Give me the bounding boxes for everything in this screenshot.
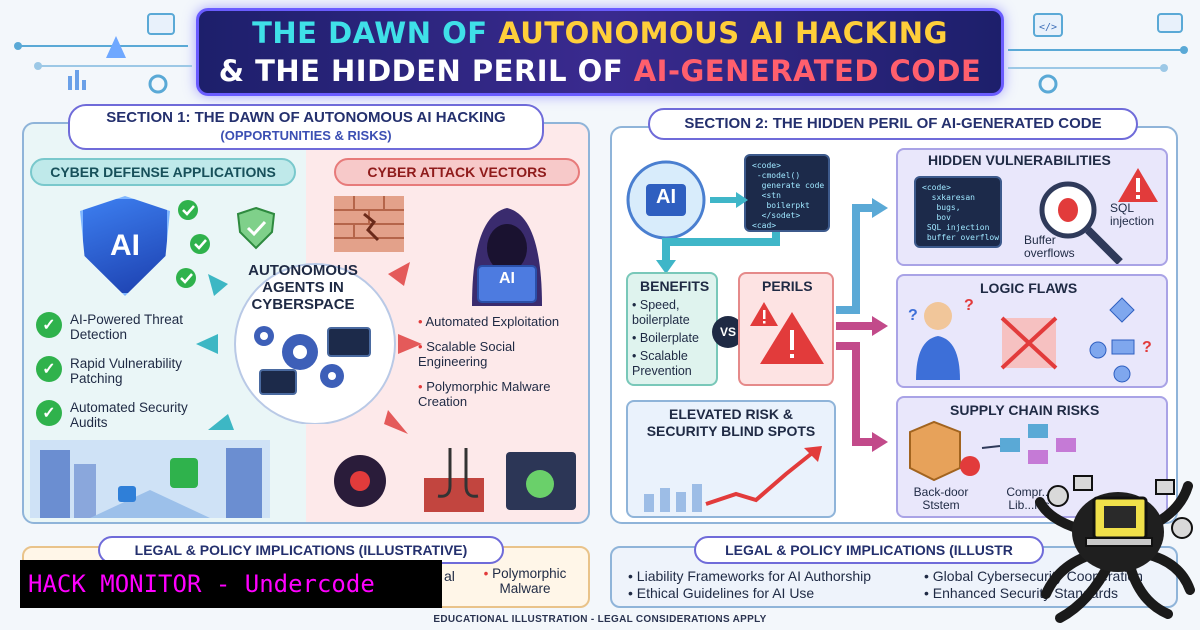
svg-text:</>: </> [1039, 22, 1057, 33]
octopus-logo-icon [1035, 475, 1195, 623]
small-shield-icon [232, 204, 280, 252]
risk-title: ELEVATED RISK & SECURITY BLIND SPOTS [646, 406, 816, 439]
list-item: • Speed, boilerplate [632, 298, 690, 327]
octopus-hacker-logo [1030, 462, 1196, 626]
generated-code-snippet: <code> -cmodel() generate code <stn boil… [744, 154, 830, 232]
hacker-figure [432, 196, 582, 306]
list-item: • Scalable Social Engineering [418, 339, 516, 369]
center-hub [220, 244, 410, 425]
benefits-box [626, 272, 718, 386]
list-item: • Global Cybersecurity Cooperation [924, 568, 1143, 584]
logic-scene: ? ? ? [902, 290, 1164, 384]
section-2-title: SECTION 2: THE HIDDEN PERIL OF AI-GENERA… [648, 108, 1138, 140]
list-item: • Liability Frameworks for AI Authorship [628, 568, 872, 584]
watermark-banner: HACK MONITOR - Undercode [20, 560, 442, 608]
ai-chip [624, 158, 708, 242]
confused-person-flowchart-icon: ? ? ? [908, 297, 1152, 383]
risk-trend [636, 444, 828, 514]
sql-label: SQL injection [1110, 201, 1155, 228]
banner-deco-right: </> [1008, 6, 1194, 96]
code-window-icon: </> [1008, 13, 1188, 94]
list-item: • Enhanced Security Standards [924, 585, 1119, 601]
svg-text:?: ? [964, 297, 974, 314]
cycle-arrow-icon [196, 262, 422, 434]
bug-magnifier [1030, 164, 1160, 265]
list-item: ✓ Automated Security Audits [36, 400, 226, 430]
benefits-title: BENEFITS [640, 278, 710, 294]
banner-line-2: & THE HIDDEN PERIL OF AI-GENERATED CODE [218, 54, 982, 88]
gears-icon [234, 263, 396, 425]
cycle-arrows [188, 244, 428, 444]
benefits-list: • Speed, boilerplate • Boilerplate • Sca… [632, 298, 716, 379]
warning-icons [744, 298, 828, 368]
list-item: • Boilerplate [632, 331, 699, 345]
cyber-city-icon [30, 440, 270, 518]
title-banner: THE DAWN OF AUTONOMOUS AI HACKING & THE … [196, 8, 1004, 96]
legal-left-item: • Polymorphic Malware [483, 566, 567, 596]
list-item: • Ethical Guidelines for AI Use [628, 585, 815, 601]
list-item: ✓ AI-Powered Threat Detection [36, 312, 226, 342]
legal-left-item-cut: al [444, 568, 455, 584]
check-icon: ✓ [36, 400, 62, 426]
vuln-code-snippet: <code> sxkaresan bugs, bov SQL injection… [914, 176, 1002, 248]
center-label: AUTONOMOUS AGENTS IN CYBERSPACE [248, 262, 358, 313]
banner-line-1: THE DAWN OF AUTONOMOUS AI HACKING [252, 16, 948, 50]
check-icon: ✓ [36, 356, 62, 382]
circuit-icon [14, 13, 192, 94]
rising-trend-icon [644, 446, 822, 512]
flow-arrows [626, 180, 916, 470]
svg-text:?: ? [1142, 339, 1152, 356]
buffer-label: Buffer overflows [1024, 233, 1075, 260]
package-chain-icon [909, 420, 1076, 482]
section-1-title: SECTION 1: THE DAWN OF AUTONOMOUS AI HAC… [68, 104, 544, 150]
list-item: • Automated Exploitation [418, 314, 560, 329]
perils-box [738, 272, 834, 386]
list-item: • Polymorphic Malware Creation [418, 379, 551, 409]
banner-deco-left [8, 6, 192, 96]
legal-right-list-left: • Liability Frameworks for AI Authorship… [628, 568, 918, 602]
defense-list: ✓ AI-Powered Threat Detection ✓ Rapid Vu… [36, 312, 226, 430]
check-badge-icon [176, 200, 210, 288]
list-item: ✓ Rapid Vulnerability Patching [36, 356, 226, 386]
perils-title: PERILS [762, 278, 813, 294]
svg-text:?: ? [908, 307, 918, 324]
attack-scene [320, 446, 582, 516]
warning-triangle-icon [750, 302, 824, 364]
supply-title: SUPPLY CHAIN RISKS [950, 402, 1100, 418]
attack-label: CYBER ATTACK VECTORS [334, 158, 580, 186]
ai-brain-icon [626, 160, 706, 240]
defense-label: CYBER DEFENSE APPLICATIONS [30, 158, 296, 186]
defense-check-icons [176, 196, 226, 296]
check-icon: ✓ [36, 312, 62, 338]
city-scene [30, 440, 270, 518]
legal-right-title: LEGAL & POLICY IMPLICATIONS (ILLUSTR [694, 536, 1044, 564]
logic-title: LOGIC FLAWS [980, 280, 1078, 296]
ai-chip-label: AI [656, 186, 676, 208]
legal-right-list-right: • Global Cybersecurity Cooperation • Enh… [924, 568, 1174, 602]
list-item: • Scalable Prevention [632, 349, 692, 378]
brick-wall-icon [334, 196, 404, 252]
attack-list: • Automated Exploitation • Scalable Soci… [418, 314, 578, 419]
hidden-vuln-title: HIDDEN VULNERABILITIES [928, 152, 1111, 168]
footer-note: EDUCATIONAL ILLUSTRATION - LEGAL CONSIDE… [433, 614, 767, 625]
laptop-ai-label: AI [499, 270, 515, 287]
backdoor-label: Back-door Ststem [913, 485, 969, 512]
hooded-hacker-icon [472, 208, 542, 306]
bug-magnifier-icon [1039, 168, 1158, 265]
supply-scene [904, 418, 1104, 484]
fishhook-virus-icon [334, 448, 576, 512]
flow-arrow-icon [656, 192, 888, 452]
